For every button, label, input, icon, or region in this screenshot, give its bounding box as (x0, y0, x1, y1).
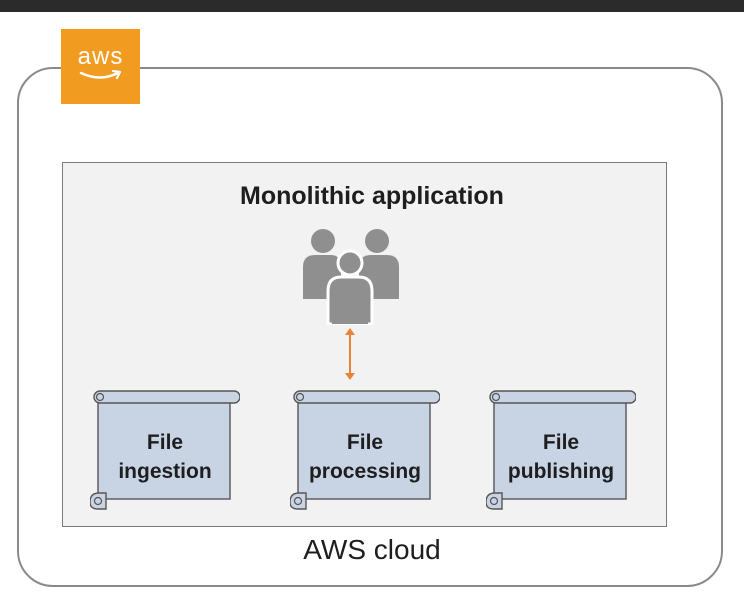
aws-smile-icon (79, 70, 121, 80)
monolithic-application-title: Monolithic application (240, 182, 504, 210)
file-publishing-module: File publishing (486, 390, 636, 510)
aws-logo-text: aws (77, 43, 124, 70)
file-ingestion-label: File ingestion (118, 431, 212, 483)
file-ingestion-module: File ingestion (90, 390, 240, 510)
aws-logo: aws (61, 29, 140, 104)
file-processing-label: File processing (308, 431, 422, 483)
bidirectional-arrow-icon (345, 328, 355, 380)
file-publishing-label: File publishing (507, 431, 615, 483)
file-processing-module: File processing (290, 390, 440, 510)
scroll-icon (290, 390, 440, 510)
users-group-icon (303, 229, 399, 325)
scroll-icon (90, 390, 240, 510)
scroll-icon (486, 390, 636, 510)
aws-cloud-label: AWS cloud (303, 534, 441, 565)
top-border-bar (0, 0, 744, 12)
